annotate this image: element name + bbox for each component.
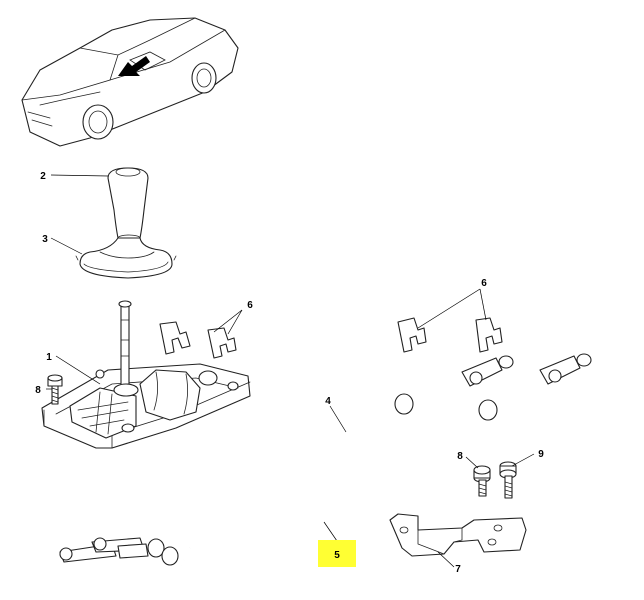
shifter-location-arrow-icon [118,56,150,76]
retaining-clip-left-b [207,327,237,359]
callout-1[interactable]: 1 [46,352,52,363]
retaining-clip-right-b [475,317,503,353]
vehicle-locator-illustration [21,17,239,147]
gear-knob [107,167,149,242]
retaining-clip-left-a [159,321,191,355]
gear-lever-gaiter [75,237,177,279]
callout-9[interactable]: 9 [538,449,544,460]
callout-3[interactable]: 3 [42,234,48,245]
callout-5[interactable]: 5 [334,550,340,561]
callout-5-highlight [318,540,356,567]
callout-6-left[interactable]: 6 [247,300,253,311]
callout-7[interactable]: 7 [455,564,461,575]
leader-lines [46,174,535,568]
callout-8-left[interactable]: 8 [35,385,41,396]
callout-2[interactable]: 2 [40,171,46,182]
gear-selector-housing [41,300,251,449]
callout-8-right[interactable]: 8 [457,451,463,462]
bolt-left [47,374,63,405]
callout-6-right[interactable]: 6 [481,278,487,289]
callout-4[interactable]: 4 [325,396,331,407]
long-bolt [499,461,517,499]
cable-mounting-bracket [389,513,527,557]
retaining-clip-right-a [397,317,427,353]
bolt-right [473,465,491,497]
gear-change-cables [59,353,592,568]
